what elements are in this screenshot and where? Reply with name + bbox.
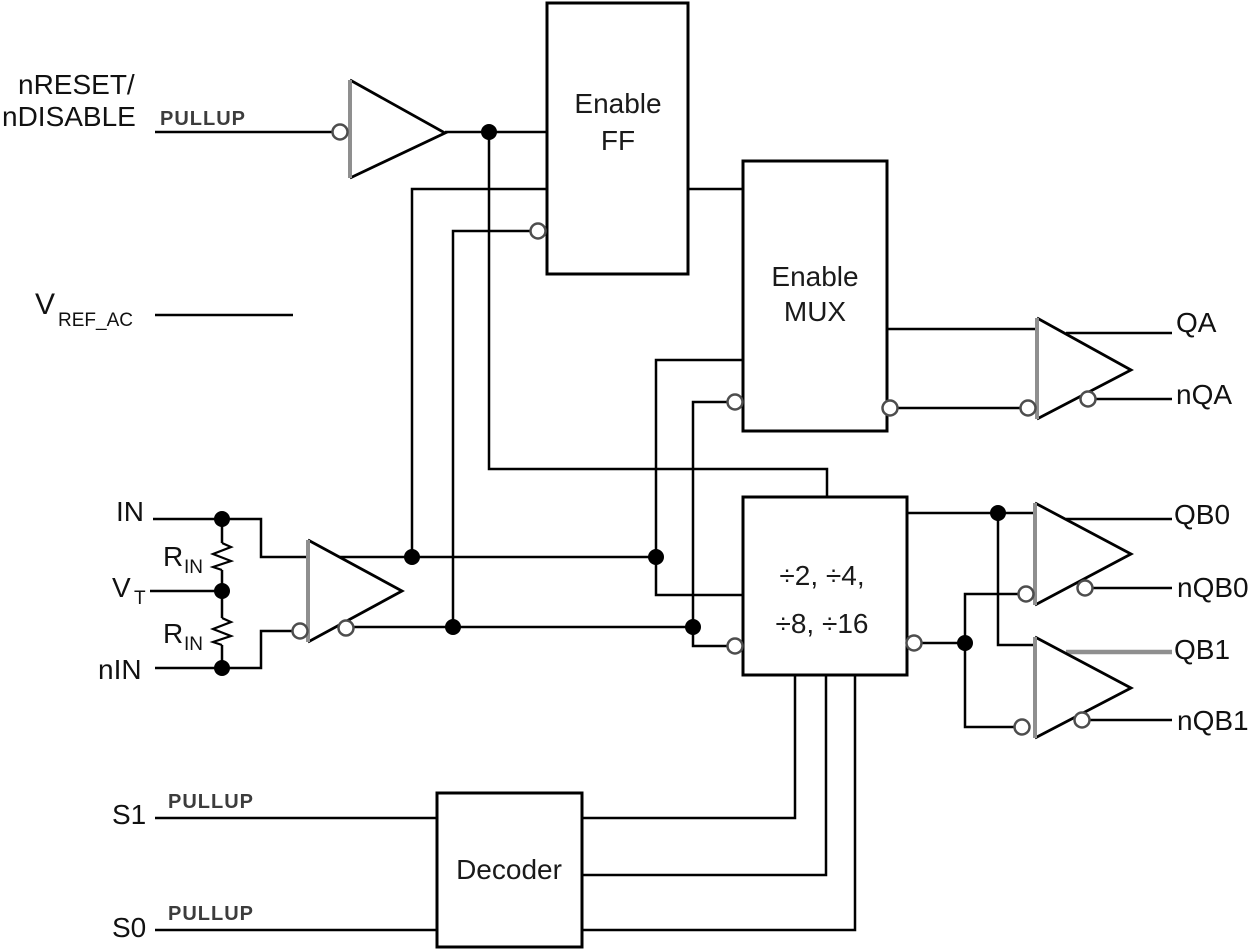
inversion-bubble-icon [726,393,744,411]
junction-dot [957,635,973,651]
wire-nq-to-ff [451,229,531,626]
port-label-s0: S0 [112,912,146,943]
junction-dot [214,511,230,527]
enable-mux-box [741,159,889,433]
port-label-in: IN [116,496,144,527]
junction-dot [214,660,230,676]
port-label-qb0: QB0 [1174,499,1230,530]
wire-q-to-divider [654,557,743,597]
enable-ff-label-line1: Enable [574,88,661,119]
port-label-vt: V [112,572,131,603]
wire-decoder-out2 [582,676,828,877]
inversion-bubble-icon [1076,579,1094,597]
resistor-label-rin-bottom: R [163,618,183,649]
wire-reset-to-divider [487,132,829,498]
junction-dot [648,549,664,565]
inversion-bubble-icon [726,637,744,655]
junction-dot [404,549,420,565]
resistor-label-rin-top: R [163,541,183,572]
port-label-nreset-line1: nRESET/ [18,69,135,100]
wire-decoder-out3 [582,676,857,932]
junction-dot [481,124,497,140]
inversion-bubbles [291,123,1097,736]
port-label-vref: V [35,288,55,321]
inversion-bubble-icon [1017,585,1035,603]
wire-in-input [153,517,308,559]
inversion-bubble-icon [331,123,349,141]
wire-nq-to-mux [691,400,728,627]
port-label-nqa: nQA [1176,379,1232,410]
inversion-bubble-icon [1073,711,1091,729]
inversion-bubble-icon [905,634,923,652]
inversion-bubble-icon [881,399,899,417]
enable-mux-block: Enable MUX [741,159,889,433]
reset-inverter-icon [348,78,449,180]
resistor-label-rin-top-subscript: IN [184,557,203,578]
decoder-box [435,791,584,949]
port-label-nreset-line2: nDISABLE [2,101,136,132]
enable-ff-label-line2: FF [601,125,635,156]
wire-q-to-ff [410,187,547,557]
port-label-nqb0: nQB0 [1177,572,1249,603]
port-label-qa: QA [1176,307,1217,338]
pullup-label-s0: PULLUP [168,903,254,925]
divider-box [741,495,909,677]
inversion-bubble-icon [337,619,355,637]
inversion-bubble-icon [1079,390,1097,408]
enable-ff-box [545,1,690,276]
resistor-rin-top-icon [209,541,235,572]
wire-nq-to-qb0 [963,592,1019,643]
resistor-rin-bottom-icon [209,616,235,647]
qb1-output-buffer-icon [1033,635,1135,740]
enable-mux-label-line1: Enable [771,261,858,292]
junction-dot [445,619,461,635]
wire-q-to-mux [654,358,743,557]
qb0-output-buffer-icon [1033,501,1134,607]
port-label-nqb1: nQB1 [1177,705,1249,736]
port-label-vt-subscript: T [134,588,146,609]
port-label-nin: nIN [98,654,142,685]
wire-nin-input [155,629,292,670]
divider-label-line2: ÷8, ÷16 [775,608,868,639]
inversion-bubble-icon [1019,399,1037,417]
pullup-label-s1: PULLUP [168,791,254,813]
decoder-label: Decoder [456,854,562,885]
wire-qb1-feed [996,513,1035,647]
port-label-s1: S1 [112,799,146,830]
qa-output-buffer-icon [1035,316,1134,421]
wire-nq-to-qb1 [963,643,1015,729]
junction-dot [685,619,701,635]
enable-mux-label-line2: MUX [784,296,847,327]
inversion-bubble-icon [1013,718,1031,736]
decoder-block: Decoder [435,791,584,949]
junction-dot [214,583,230,599]
port-label-qb1: QB1 [1174,634,1230,665]
pullup-label-nreset: PULLUP [160,108,246,130]
divider-block: ÷2, ÷4, ÷8, ÷16 [741,495,909,677]
enable-ff-block: Enable FF [545,1,690,276]
wire-decoder-out1 [582,676,797,820]
resistor-label-rin-bottom-subscript: IN [184,634,203,655]
inversion-bubble-icon [529,222,547,240]
junction-dots [214,124,1006,676]
divider-label-line1: ÷2, ÷4, [779,560,864,591]
inversion-bubble-icon [291,622,309,640]
junction-dot [990,505,1006,521]
port-label-vref-subscript: REF_AC [58,310,133,331]
